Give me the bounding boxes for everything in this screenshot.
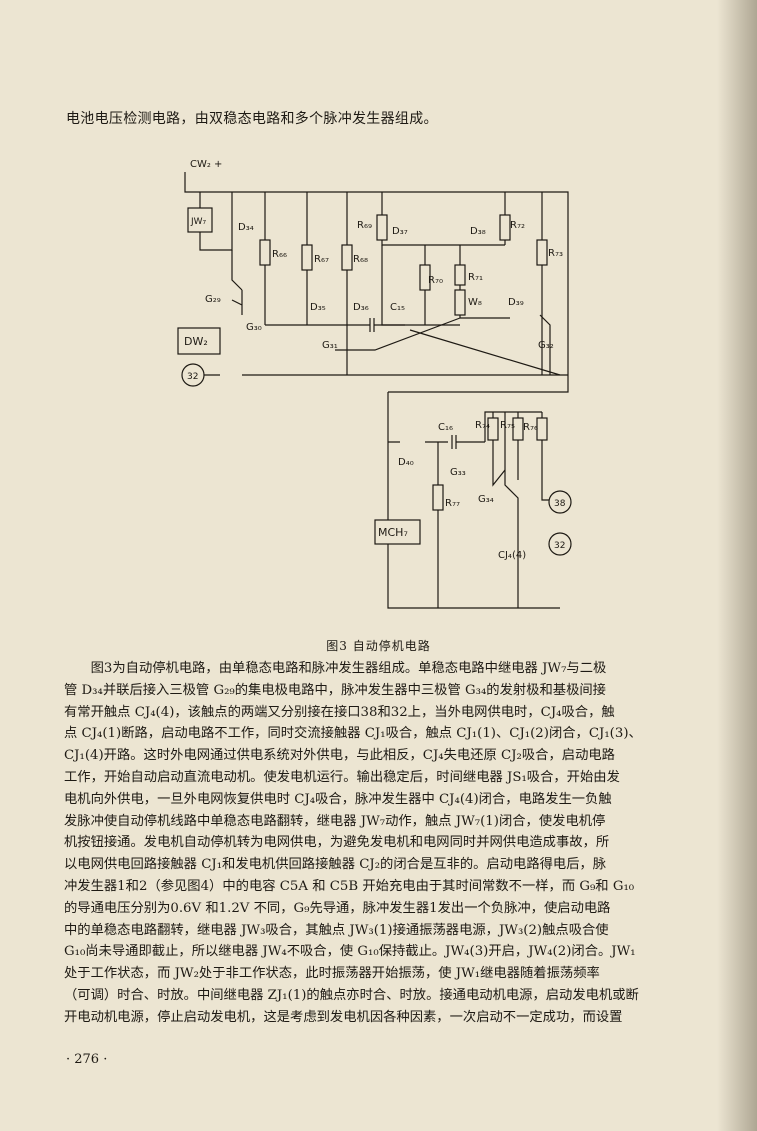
resistor-r75: [512, 417, 524, 441]
resistor-r74: [487, 417, 499, 441]
resistor-r71: [454, 264, 466, 286]
label-node38: 38: [554, 499, 566, 509]
label-g32: G₃₂: [538, 340, 554, 351]
label-d37: D₃₇: [392, 226, 408, 237]
connector-32-top: [181, 363, 205, 387]
label-g31: G₃₁: [322, 340, 338, 351]
label-mch7: MCH₇: [378, 526, 408, 539]
label-g33: G₃₃: [450, 467, 466, 478]
paragraph-line: 的导通电压分别为0.6V 和1.2V 不同，G₉先导通，脉冲发生器1发出一个负脉…: [64, 900, 611, 916]
label-d40: D₄₀: [398, 457, 414, 468]
resistor-r69: [376, 214, 388, 241]
relay-jw7: [187, 207, 213, 233]
label-g30: G₃₀: [246, 322, 262, 333]
resistor-r66: [259, 239, 271, 266]
circuit-diagram: CW₂ + JW₇ D₃₄ R₆₆ R₆₇ R₆₈ R₆₉ D₃₇ D₃₈ R₇…: [160, 140, 620, 640]
resistor-r77: [432, 484, 444, 511]
regulator-dw2: [177, 327, 221, 355]
label-d39: D₃₉: [508, 297, 524, 308]
label-node32-top: 32: [187, 372, 198, 382]
figure-caption: 图3 自动停机电路: [326, 639, 431, 653]
paragraph-line: G₁₀尚未导通即截止，所以继电器 JW₄不吸合，使 G₁₀保持截止。JW₄(3)…: [64, 944, 636, 960]
label-r72: R₇₂: [510, 220, 525, 231]
page-number: · 276 ·: [66, 1052, 108, 1067]
label-r70: R₇₀: [428, 275, 443, 286]
resistor-r68: [341, 244, 353, 271]
label-r69: R₆₉: [357, 220, 372, 231]
label-g34: G₃₄: [478, 494, 494, 505]
label-r67: R₆₇: [314, 254, 329, 265]
label-r66: R₆₆: [272, 249, 287, 260]
label-node32-bottom: 32: [554, 541, 565, 551]
resistor-r70: [419, 264, 431, 291]
relay-mch7: [374, 519, 421, 545]
paragraph-line: 机按钮接通。发电机自动停机转为电网供电，为避免发电机和电网同时并网供电造成事故，…: [64, 835, 610, 851]
supply-rail: [184, 172, 569, 375]
label-r68: R₆₈: [353, 254, 368, 265]
label-r75: R₇₅: [500, 420, 515, 431]
resistor-r73: [536, 239, 548, 266]
label-r71: R₇₁: [468, 272, 483, 283]
paragraph-line: 以电网供电回路接触器 CJ₁和发电机供回路接触器 CJ₂的闭合是互非的。启动电路…: [64, 857, 607, 873]
paragraph-line: 有常开触点 CJ₄(4)，该触点的两端又分别接在接口38和32上，当外电网供电时…: [64, 704, 615, 720]
paragraph-line: 点 CJ₄(1)断路，启动电路不工作，同时交流接触器 CJ₁吸合，触点 CJ₁(…: [64, 726, 642, 742]
label-c15: C₁₅: [390, 302, 405, 313]
paragraph-line: （可调）时合、时放。中间继电器 ZJ₁(1)的触点亦时合、时放。接通电动机电源，…: [64, 987, 639, 1003]
paragraph-line: CJ₁(4)开路。这时外电网通过供电系统对外供电，与此相反，CJ₄失电还原 CJ…: [64, 748, 615, 764]
pot-w8: [454, 289, 466, 316]
label-d36: D₃₆: [353, 302, 369, 313]
label-d34: D₃₄: [238, 222, 254, 233]
page-edge-shadow: [717, 0, 757, 1131]
label-jw7: JW₇: [190, 217, 207, 227]
label-r77: R₇₇: [445, 498, 460, 509]
resistor-r67: [301, 244, 313, 271]
paragraph-line: 电机向外供电，一旦外电网恢复供电时 CJ₄吸合，脉冲发生器中 CJ₄(4)闭合，…: [64, 791, 612, 807]
paragraph-line: 工作，开始自动启动直流电动机。使发电机运行。输出稳定后，时间继电器 JS₁吸合，…: [64, 769, 620, 785]
paragraph-line: 冲发生器1和2（参见图4）中的电容 C5A 和 C5B 开始充电由于其时间常数不…: [64, 878, 635, 894]
resistor-r76: [536, 417, 548, 441]
label-w8: W₈: [468, 297, 482, 308]
label-r76: R₇₆: [523, 422, 538, 433]
connector-32-bottom: [548, 532, 572, 556]
label-r73: R₇₃: [548, 248, 563, 259]
paragraph-line: 管 D₃₄并联后接入三极管 G₂₉的集电极电路中，脉冲发生器中三极管 G₃₄的发…: [64, 682, 606, 698]
label-g29: G₂₉: [205, 294, 221, 305]
label-c16: C₁₆: [438, 422, 453, 433]
label-dw2: DW₂: [184, 335, 208, 348]
body-paragraph: 图3为自动停机电路，由单稳态电路和脉冲发生器组成。单稳态电路中继电器 JW₇与二…: [64, 658, 724, 1029]
resistor-r72: [499, 214, 511, 241]
label-cj4: CJ₄(4): [498, 550, 526, 561]
intro-line: 电池电压检测电路，由双稳态电路和多个脉冲发生器组成。: [66, 111, 438, 127]
label-r74: R₇₄: [475, 420, 490, 431]
paragraph-line: 图3为自动停机电路，由单稳态电路和脉冲发生器组成。单稳态电路中继电器 JW₇与二…: [90, 661, 607, 676]
paragraph-line: 开电动机电源，停止启动发电机，这是考虑到发电机因各种因素，一次启动不一定成功，而…: [64, 1009, 623, 1025]
label-d35: D₃₅: [310, 302, 326, 313]
label-cw2: CW₂ +: [190, 159, 222, 170]
connector-38: [548, 490, 572, 514]
paragraph-line: 发脉冲使自动停机线路中单稳态电路翻转，继电器 JW₇动作，触点 JW₇(1)闭合…: [64, 813, 606, 829]
paragraph-line: 中的单稳态电路翻转，继电器 JW₃吸合，其触点 JW₃(1)接通振荡器电源，JW…: [64, 922, 609, 938]
paragraph-line: 处于工作状态，而 JW₂处于非工作状态，此时振荡器开始振荡，使 JW₁继电器随着…: [64, 966, 600, 982]
label-d38: D₃₈: [470, 226, 486, 237]
